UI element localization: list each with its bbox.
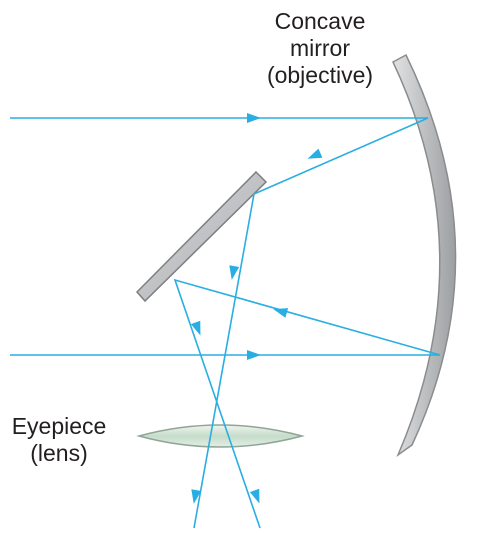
concave-mirror-label-line3: (objective) — [266, 62, 374, 88]
arrow-down-diag-left — [229, 265, 240, 280]
concave-mirror-label-line1: Concave — [274, 8, 366, 34]
concave-mirror — [392, 53, 457, 458]
upper-ray — [10, 117, 429, 529]
concave-mirror-label: Concave mirror (objective) — [225, 8, 415, 89]
eyepiece-label: Eyepiece (lens) — [0, 413, 118, 467]
eyepiece-label-line1: Eyepiece — [11, 413, 107, 439]
lower-ray — [10, 278, 441, 529]
arrow-down-diag-right — [190, 320, 201, 336]
flat-mirror — [135, 170, 268, 303]
ray-arrows — [190, 113, 323, 504]
concave-mirror-label-line2: mirror — [289, 35, 351, 61]
eyepiece-label-line2: (lens) — [30, 440, 88, 466]
arrow-down-exit-left — [191, 489, 202, 504]
light-rays — [10, 117, 441, 529]
eyepiece-lens — [136, 424, 305, 448]
arrow-right-lower — [247, 350, 261, 360]
arrow-reflect-lower — [273, 308, 289, 318]
arrow-right-upper — [247, 113, 261, 123]
arrow-down-exit-right — [249, 488, 260, 504]
arrow-reflect-upper — [307, 148, 323, 159]
